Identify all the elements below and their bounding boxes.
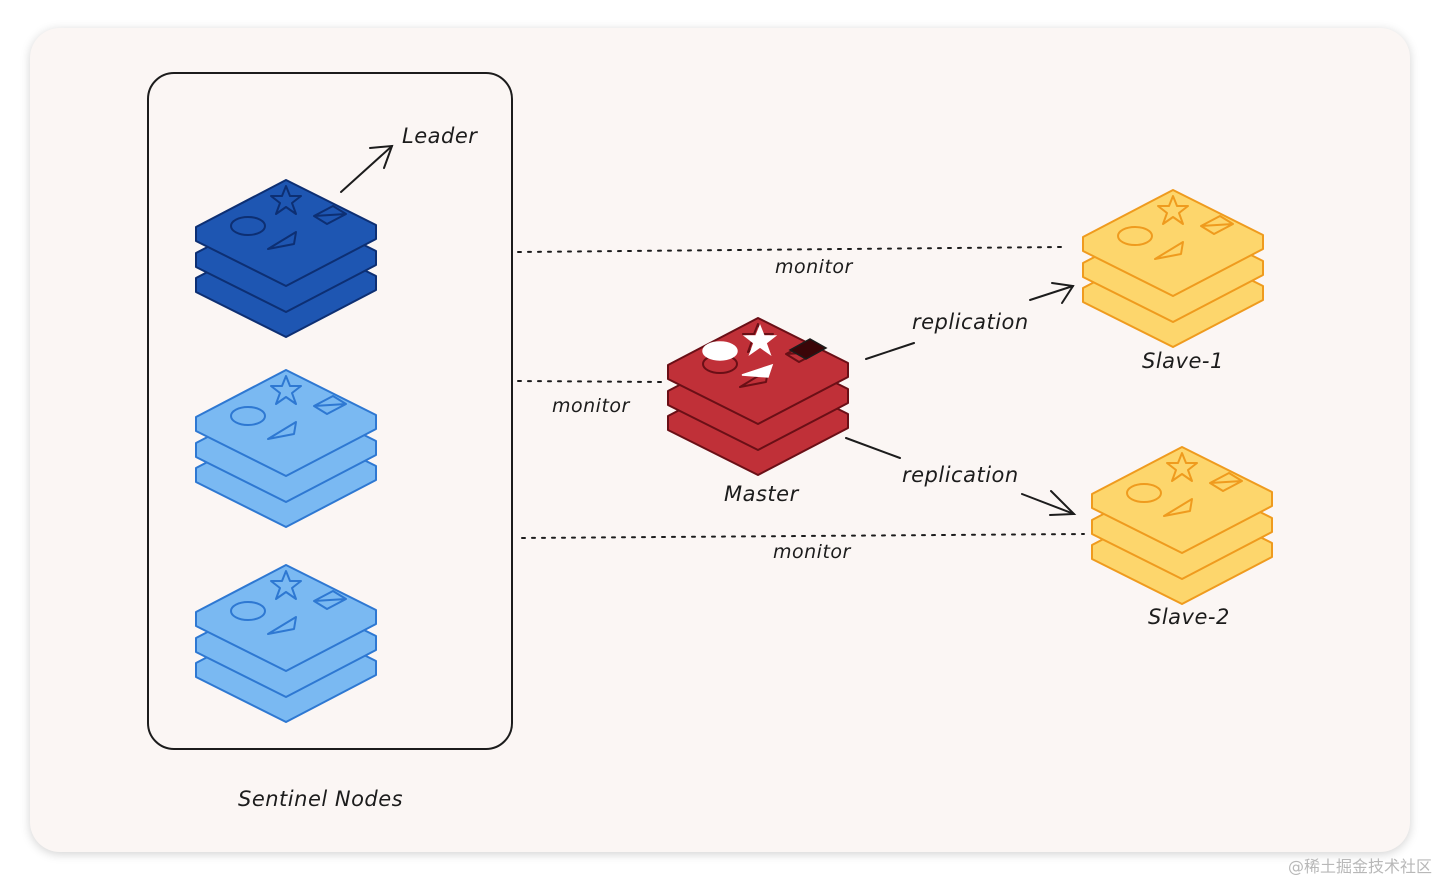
sentinel-stack-2 bbox=[195, 369, 377, 528]
replication-line-top-2 bbox=[1029, 285, 1074, 301]
monitor-line-mid bbox=[517, 380, 665, 383]
master-label: Master bbox=[724, 482, 800, 506]
replication-arrows bbox=[845, 282, 1077, 516]
master-symbols bbox=[702, 323, 778, 378]
slave2-stack bbox=[1091, 446, 1273, 605]
sentinel-group-box bbox=[147, 72, 513, 750]
master-square-symbol bbox=[788, 338, 828, 360]
monitor-label-mid: monitor bbox=[552, 395, 631, 417]
slave2-label: Slave-2 bbox=[1148, 605, 1230, 629]
slave1-stack bbox=[1082, 189, 1264, 348]
monitor-label-top: monitor bbox=[775, 256, 854, 278]
watermark: @稀土掘金技术社区 bbox=[1287, 857, 1432, 876]
sentinel-stack-3 bbox=[195, 564, 377, 723]
replication-label-bottom: replication bbox=[902, 463, 1019, 487]
leader-arrow bbox=[340, 144, 394, 193]
monitor-label-bottom: monitor bbox=[773, 541, 852, 563]
leader-label: Leader bbox=[402, 124, 478, 148]
replication-line-bottom-2 bbox=[1021, 493, 1075, 515]
replication-line-bottom-1 bbox=[845, 437, 901, 459]
sentinel-leader-stack bbox=[195, 179, 377, 338]
sentinel-group-label: Sentinel Nodes bbox=[238, 787, 403, 811]
monitor-lines bbox=[517, 246, 1085, 539]
monitor-line-bottom bbox=[521, 533, 1085, 539]
slave1-label: Slave-1 bbox=[1142, 349, 1224, 373]
replication-line-top-1 bbox=[865, 342, 915, 360]
replication-label-top: replication bbox=[912, 310, 1029, 334]
monitor-line-top bbox=[517, 246, 1063, 253]
